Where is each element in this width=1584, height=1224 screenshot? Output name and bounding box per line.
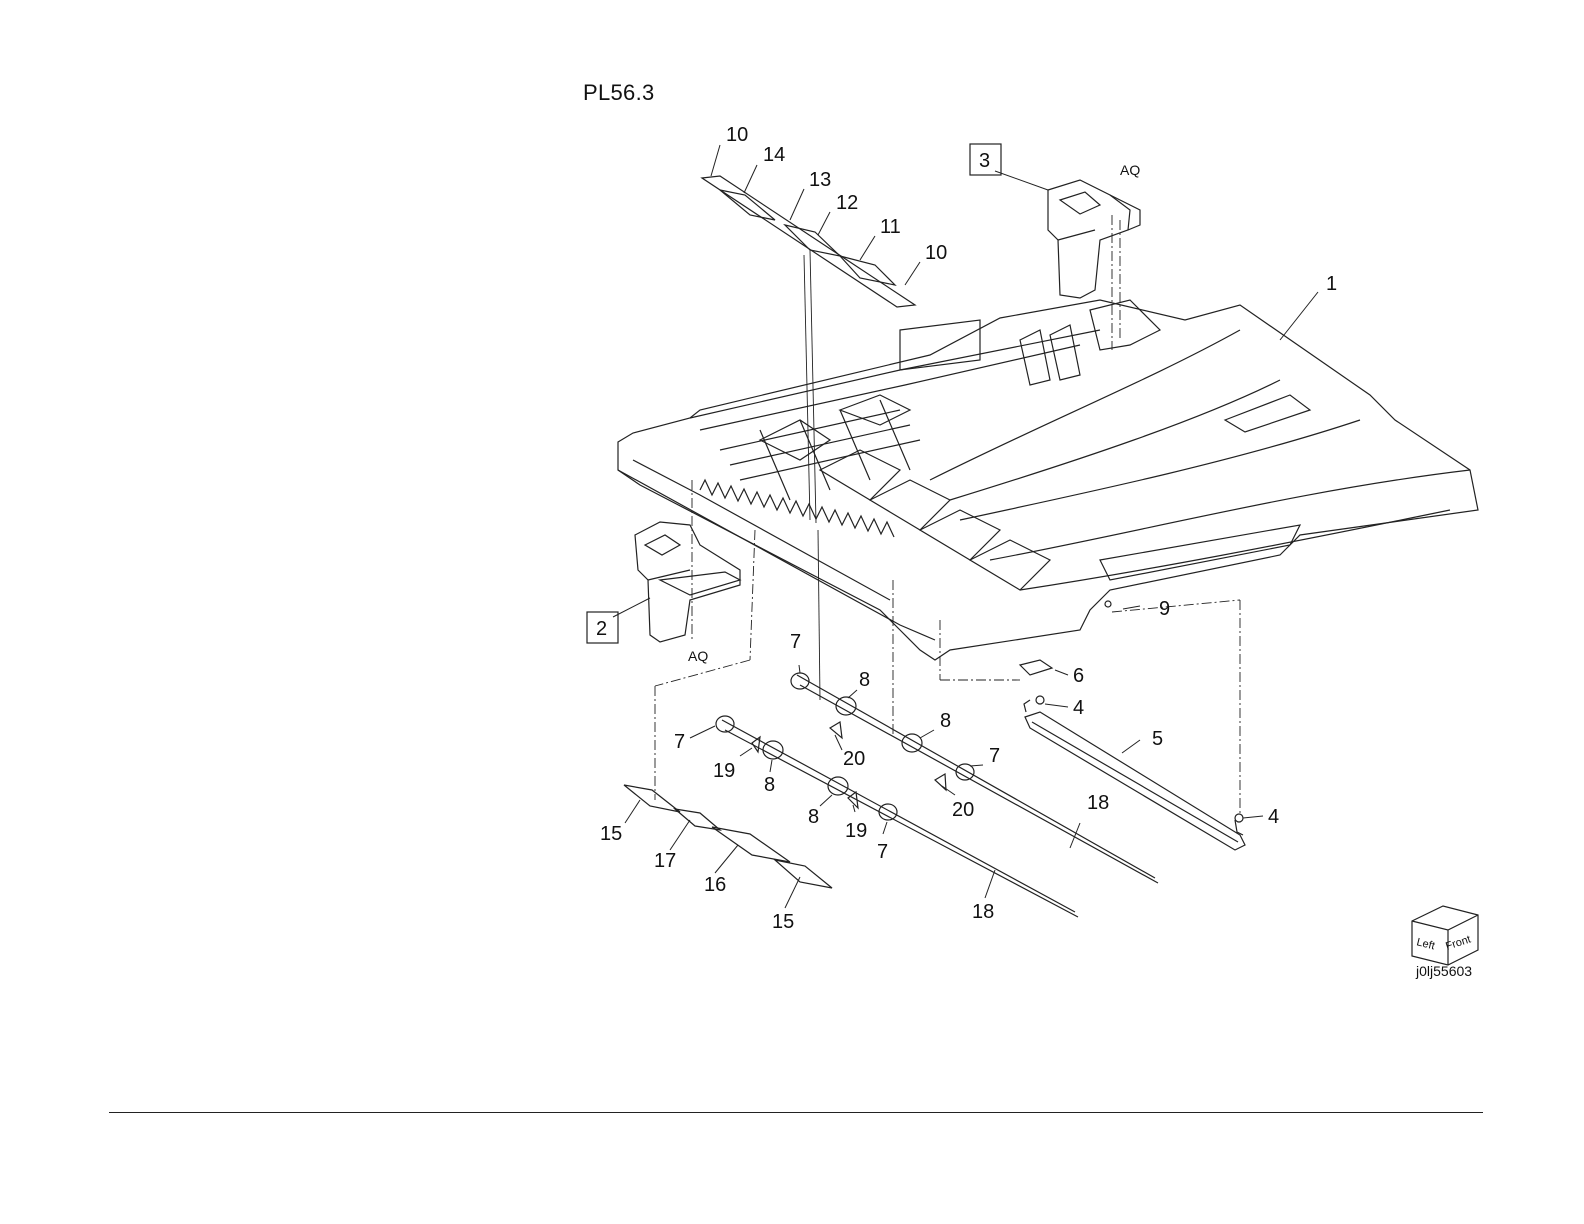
callout-label: 7 bbox=[989, 745, 1000, 767]
callout-label: 10 bbox=[925, 242, 947, 264]
bracket-unit-lower bbox=[635, 522, 740, 642]
callout-label: 7 bbox=[790, 631, 801, 653]
film-15-b bbox=[775, 860, 832, 888]
callout-label: 15 bbox=[772, 911, 794, 933]
roller-shaft-front bbox=[716, 716, 1078, 917]
boxed-callout-2: 2 bbox=[596, 618, 607, 640]
callout-label: 15 bbox=[600, 823, 622, 845]
callout-label: 20 bbox=[952, 799, 974, 821]
boxed-callout-3: 3 bbox=[979, 150, 990, 172]
connector-label-aq-lower: AQ bbox=[688, 648, 708, 664]
connector-label-aq-upper: AQ bbox=[1120, 162, 1140, 178]
callout-label: 9 bbox=[1159, 598, 1170, 620]
clip-19-a bbox=[752, 737, 760, 752]
callout-label: 17 bbox=[654, 850, 676, 872]
callout-label: 16 bbox=[704, 874, 726, 896]
callout-label: 8 bbox=[808, 806, 819, 828]
clip-20-a bbox=[830, 722, 842, 738]
callout-label: 6 bbox=[1073, 665, 1084, 687]
callout-label: 4 bbox=[1268, 806, 1279, 828]
callout-label: 7 bbox=[877, 841, 888, 863]
callout-label: 5 bbox=[1152, 728, 1163, 750]
bottom-divider bbox=[109, 1112, 1483, 1113]
callout-label: 18 bbox=[972, 901, 994, 923]
callout-label: 18 bbox=[1087, 792, 1109, 814]
exit-tray-assembly bbox=[618, 300, 1478, 660]
callout-label: 14 bbox=[763, 144, 785, 166]
film-16 bbox=[712, 827, 790, 862]
film-15-a bbox=[624, 785, 680, 812]
callout-label: 13 bbox=[809, 169, 831, 191]
callout-label: 20 bbox=[843, 748, 865, 770]
orientation-left-label: Left bbox=[1415, 936, 1436, 952]
callout-label: 4 bbox=[1073, 697, 1084, 719]
small-lever bbox=[1020, 660, 1052, 675]
callout-label: 11 bbox=[880, 216, 901, 238]
callout-label: 10 bbox=[726, 124, 748, 146]
separator-strip-set bbox=[702, 176, 915, 307]
roller-shaft-rear bbox=[791, 673, 1158, 883]
callout-label: 1 bbox=[1326, 273, 1337, 295]
callout-label: 7 bbox=[674, 731, 685, 753]
callout-label: 19 bbox=[713, 760, 735, 782]
callout-label: 19 bbox=[845, 820, 867, 842]
callout-label: 12 bbox=[836, 192, 858, 214]
callout-label: 8 bbox=[940, 710, 951, 732]
bracket-unit-upper bbox=[1048, 180, 1140, 298]
image-id: j0lj55603 bbox=[1416, 963, 1472, 979]
callout-label: 8 bbox=[764, 774, 775, 796]
callout-label: 8 bbox=[859, 669, 870, 691]
